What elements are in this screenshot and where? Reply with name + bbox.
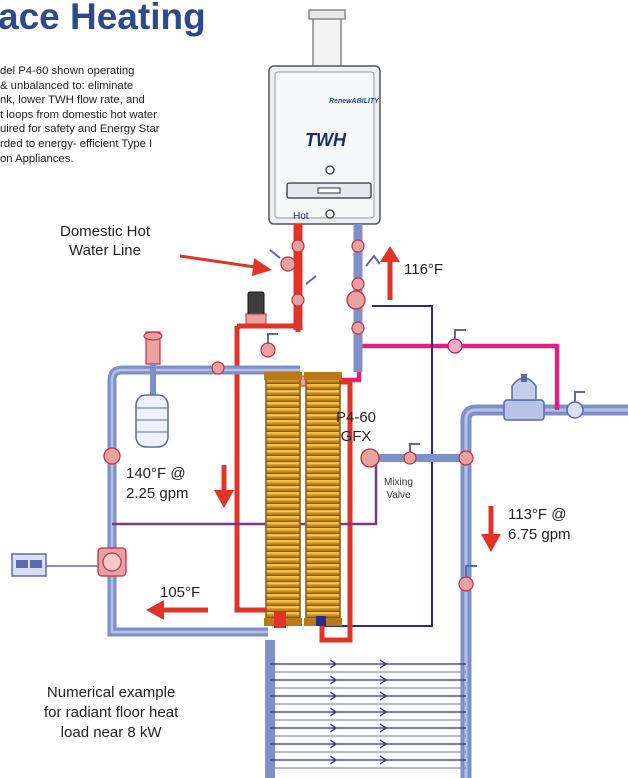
circulator-pump <box>97 547 127 577</box>
twh-cold-inlet-pipe <box>346 224 381 372</box>
domestic-hot-water-label-line2: Water Line <box>69 242 141 259</box>
caption-line: load near 8 kW <box>60 724 162 741</box>
temp-140-text: 140°F @ <box>126 465 186 482</box>
temperature-113-label: 113°F @ 6.75 gpm <box>508 505 571 545</box>
temperature-116-label: 116°F <box>404 261 444 278</box>
description-line: del P4-60 shown operating <box>0 65 135 77</box>
flue-pipe <box>308 9 346 71</box>
domestic-hot-water-pointer <box>179 254 272 276</box>
domestic-hot-water-label-line1: Domestic Hot <box>60 223 151 240</box>
description-line: rded to energy- efficient Type I <box>0 137 153 150</box>
valve-icon <box>447 329 466 354</box>
temperature-105-label: 105°F <box>160 584 201 601</box>
description-line: nk, lower TWH flow rate, and <box>0 94 145 107</box>
purple-line <box>112 462 378 526</box>
mixing-valve-label: Mixing Valve <box>384 476 413 502</box>
expansion-tank <box>135 331 169 448</box>
indicator-light-icon <box>325 165 335 175</box>
flow-arrow-up <box>380 246 400 300</box>
mixing-label: Mixing <box>384 477 413 488</box>
description-line: on Appliances. <box>0 152 74 165</box>
caption-line: for radiant floor heat <box>44 704 179 721</box>
valve-icon <box>458 565 477 592</box>
gfx-model-label: P4-60 GFX <box>336 408 376 446</box>
domestic-hot-water-column <box>269 224 317 330</box>
description-line: & unbalanced to: eliminate <box>0 79 134 92</box>
brand-label: RenewABILITY <box>329 98 379 105</box>
description-text: del P4-60 shown operating & unbalanced t… <box>0 64 240 166</box>
gfx-label: GFX <box>340 428 372 445</box>
heating-circuit-loop <box>107 365 300 778</box>
page-title: ace Heating <box>0 0 206 37</box>
hot-water-loop <box>234 323 301 613</box>
flow-arrow-down <box>481 506 501 552</box>
hot-water-return <box>319 379 353 643</box>
valve-icon <box>566 391 585 419</box>
flow-225-text: 2.25 gpm <box>126 485 189 502</box>
hot-label: Hot <box>293 211 309 222</box>
caption-line: Numerical example <box>46 684 176 701</box>
flow-arrow-left <box>146 600 208 620</box>
temperature-140-label: 140°F @ 2.25 gpm <box>126 464 189 504</box>
flow-675-text: 6.75 gpm <box>508 526 571 543</box>
gfx-heat-exchanger <box>264 372 342 628</box>
temp-113-text: 113°F @ <box>508 506 567 523</box>
valve-icon <box>211 333 278 375</box>
tankless-water-heater <box>268 65 381 225</box>
pressure-relief-valve <box>245 291 267 325</box>
thermostat <box>11 553 98 577</box>
cold-water-supply <box>460 404 628 778</box>
mixing-valve <box>360 443 474 468</box>
flow-arrow-down <box>214 465 234 508</box>
pressure-reducing-valve <box>503 374 545 421</box>
domestic-hot-water-label: Domestic Hot Water Line <box>60 222 150 260</box>
valve-label: Valve <box>386 490 411 501</box>
p460-label: P4-60 <box>336 409 377 426</box>
description-line: uired for safety and Energy Star <box>0 123 160 136</box>
numerical-example-caption: Numerical example for radiant floor heat… <box>44 683 178 743</box>
check-valve <box>103 447 121 465</box>
navy-line <box>322 305 433 627</box>
radiant-floor-loops <box>270 659 466 769</box>
description-line: t loops from domestic hot water <box>0 108 157 121</box>
twh-label: TWH <box>305 130 346 150</box>
